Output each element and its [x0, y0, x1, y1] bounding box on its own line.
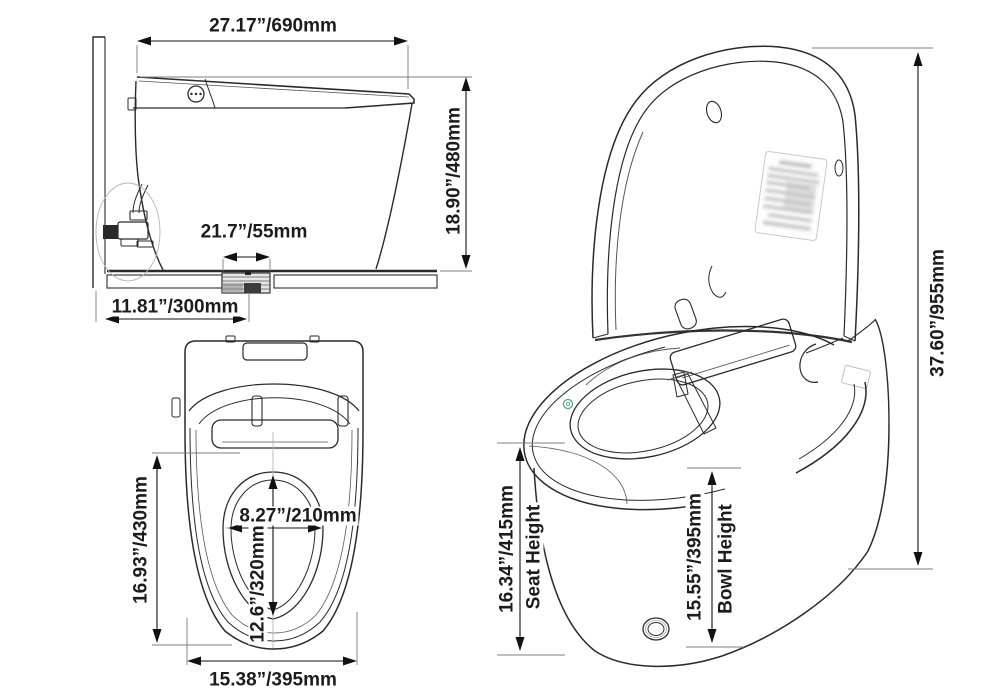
persp-overall-height-label: 37.60”/955mm — [927, 247, 949, 379]
dim-side-trap — [222, 252, 271, 271]
persp-bowl-height-value: 15.55”/395mm — [684, 491, 706, 623]
bidet-nozzle — [667, 371, 717, 435]
persp-seat-height-label: Seat Height — [523, 502, 545, 612]
persp-bowl-height-label: Bowl Height — [715, 502, 737, 616]
power-button-icon — [562, 398, 574, 410]
side-view-drawing — [92, 36, 472, 324]
hinge-right — [799, 343, 819, 383]
side-rough-in-label: 11.81”/300mm — [109, 296, 241, 318]
spec-label-sticker — [754, 150, 828, 242]
dim-side-width — [136, 36, 409, 89]
top-overall-width-label: 15.38”/395mm — [207, 669, 339, 691]
top-seat-length-label: 16.93”/430mm — [130, 474, 152, 606]
toilet-side-profile — [95, 76, 415, 282]
bowl-rim — [523, 325, 867, 511]
side-width-label: 27.17”/690mm — [207, 15, 339, 37]
top-view-drawing — [152, 335, 364, 666]
open-lid — [591, 45, 860, 342]
dim-top-bowl-length — [268, 475, 278, 616]
hinge-left — [674, 298, 697, 330]
hinge-post-right — [337, 395, 349, 427]
top-bowl-length-label: 12.6”/320mm — [247, 523, 269, 645]
tank-back — [841, 318, 890, 425]
dim-persp-seat-height — [497, 442, 565, 656]
valve-callout-ellipse — [95, 182, 161, 282]
lid-button-icon — [187, 85, 205, 103]
top-bowl-width-label: 8.27”/210mm — [237, 505, 359, 527]
chrome-cap — [642, 617, 670, 641]
dim-side-roughin — [95, 291, 250, 324]
side-trap-width-label: 21.7”/55mm — [198, 221, 310, 243]
water-valve — [103, 183, 154, 248]
dim-side-height — [140, 76, 472, 272]
persp-seat-height-value: 16.34”/415mm — [496, 483, 518, 615]
hinge-post-left — [251, 395, 263, 427]
dim-persp-bowl-height — [686, 467, 744, 648]
control-panel — [242, 342, 308, 361]
perspective-view-drawing — [497, 45, 933, 668]
drain-outlet — [221, 271, 271, 294]
seat-hinge-bar — [211, 419, 339, 449]
dim-persp-height — [812, 47, 933, 570]
side-button-tab — [171, 397, 181, 418]
lid-hinge-knob — [705, 100, 723, 124]
dim-top-width — [186, 612, 358, 666]
wall-line — [92, 36, 105, 288]
bowl-opening-perspective — [569, 347, 721, 460]
bowl-body — [533, 423, 890, 668]
side-height-label: 18.90”/480mm — [443, 105, 465, 237]
dim-top-length — [152, 452, 240, 646]
